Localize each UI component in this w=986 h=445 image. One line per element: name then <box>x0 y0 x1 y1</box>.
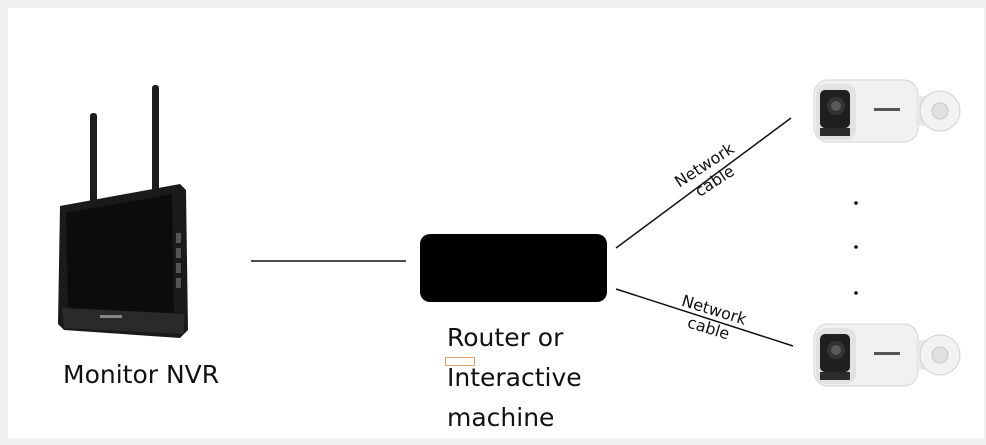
router-label-line3: machine <box>447 403 555 432</box>
router-label-line2: Interactive <box>447 363 582 392</box>
network-cable-bottom <box>615 288 794 347</box>
ellipsis-dots <box>854 201 858 295</box>
nvr-label: Monitor NVR <box>63 360 220 389</box>
bullet-camera-top <box>813 79 961 143</box>
diagram-svg <box>58 79 961 387</box>
bullet-camera-bottom <box>813 323 961 387</box>
text-cursor-marker <box>445 357 475 366</box>
router-box <box>420 234 607 302</box>
router-label: Router or Interactive machine <box>447 318 582 438</box>
router-label-line1: Router or <box>447 323 564 352</box>
nvr-monitor-icon <box>58 85 188 338</box>
network-cable-top <box>615 117 792 249</box>
diagram-canvas: Monitor NVR Router or Interactive machin… <box>8 8 984 438</box>
